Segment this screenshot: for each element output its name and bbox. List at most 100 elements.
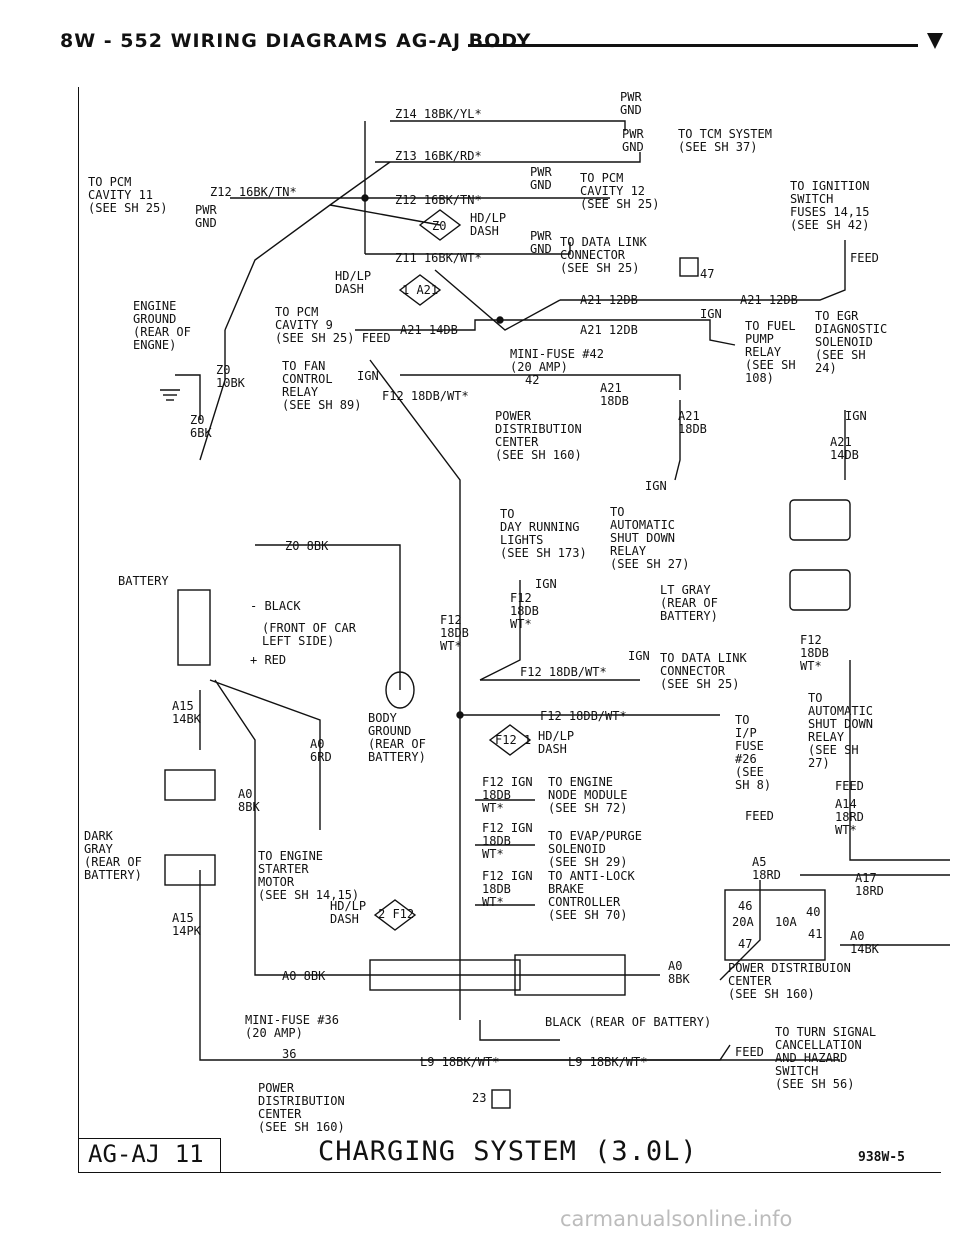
wire-z0-conn [329, 204, 441, 226]
label-ign-fuel: IGN [700, 307, 722, 321]
label-feed-turn: FEED [735, 1045, 764, 1059]
wire-z0-10bk [199, 330, 226, 461]
label-tcm-system: TO TCM SYSTEM(SEE SH 37) [678, 127, 772, 154]
label-f12-fan: F12 18DB/WT* [382, 389, 469, 403]
page-tag: AG-AJ 11 [88, 1140, 204, 1168]
wire-a21-18db [580, 374, 681, 390]
label-a21-14db: A21 14DB [400, 323, 458, 337]
label-f12-conn2: 2 F12 [378, 907, 414, 921]
wire-a21-dash [434, 269, 561, 331]
label-pdc-46: 46 [738, 899, 752, 913]
wire-a21-top [560, 240, 846, 301]
label-minifuse-42: MINI-FUSE #42(20 AMP) [510, 347, 604, 374]
label-pdc-20a: 20A [732, 915, 754, 929]
label-pdc-47: 47 [738, 937, 752, 951]
label-f12-asd2: F12 18DB/WT* [540, 709, 627, 723]
header-arrow-icon [927, 33, 943, 49]
connector-47 [679, 257, 699, 277]
label-red-term: + RED [250, 653, 286, 667]
label-a21-conn: 1 A21 [402, 283, 438, 297]
relay-upper [789, 499, 851, 541]
label-splice-23: 23 [472, 1091, 486, 1105]
relay-lower [789, 569, 851, 611]
label-ign-fan: IGN [357, 369, 379, 383]
wire-z-diag [224, 161, 391, 331]
wire-f12-diag [369, 359, 461, 700]
diagram-frame [78, 87, 941, 1173]
wire-black-rear [479, 1020, 560, 1041]
hdlp-f12-connector [488, 724, 532, 756]
body-ground-lug [385, 671, 415, 709]
wires [160, 120, 950, 1109]
label-splice-47: 47 [700, 267, 714, 281]
wire-z13 [375, 152, 641, 163]
wire-a21-ign [695, 319, 736, 346]
hdlp-f12-connector-2 [373, 899, 417, 931]
page-tag-box [78, 1138, 221, 1173]
label-z12-left: Z12 16BK/TN* [210, 185, 297, 199]
battery-plug-lower [164, 854, 216, 886]
label-z13: Z13 16BK/RD* [395, 149, 482, 163]
label-fuse-42: 42 [525, 373, 539, 387]
wire-a0-8bk [214, 679, 360, 976]
bottom-connector [369, 959, 521, 991]
label-ign-dl2: IGN [628, 649, 650, 663]
label-z0-conn: Z0 [432, 219, 446, 233]
wire-z11 [365, 242, 571, 255]
page-header: 8W - 552 WIRING DIAGRAMS AG-AJ BODY [60, 30, 532, 52]
label-a0-8bk-bottom: A0 8BK [282, 969, 326, 983]
battery-plug-upper [164, 769, 216, 801]
wire-a0-6rd [209, 679, 321, 830]
label-z14: Z14 18BK/YL* [395, 107, 482, 121]
connector-23 [491, 1089, 511, 1109]
label-f12-dl2: F12 18DB/WT* [520, 665, 607, 679]
label-a21-12db-right: A21 12DB [740, 293, 798, 307]
label-feed-ipf: FEED [745, 809, 774, 823]
label-z0-8bk: Z0 8BK [285, 539, 329, 553]
header-rule [468, 44, 918, 47]
label-minifuse-36: MINI-FUSE #36(20 AMP) [245, 1013, 339, 1040]
label-l9-right: L9 18BK/WT* [568, 1055, 647, 1069]
wire-f12-drl [479, 580, 521, 681]
splice-2 [496, 316, 504, 324]
wire-pdc-right [719, 880, 761, 981]
